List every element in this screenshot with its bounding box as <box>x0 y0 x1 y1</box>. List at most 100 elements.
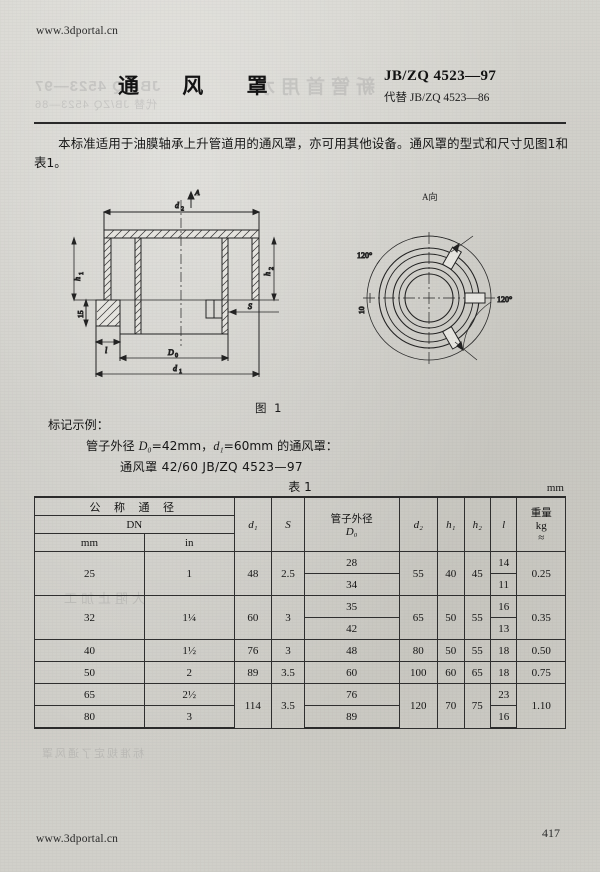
standard-number: JB/ZQ 4523—97 <box>384 68 497 84</box>
cell-weight: 1.10 <box>516 683 566 729</box>
cell-d0-a: 35 <box>303 595 400 618</box>
cell-dn-mm: 32 <box>34 595 145 640</box>
cell-l: 18 <box>489 661 518 684</box>
view-label-a: A向 <box>422 191 438 202</box>
cell-h2: 45 <box>463 551 491 596</box>
watermark-url-top: www.3dportal.cn <box>36 25 119 37</box>
header-d0-sym: D₀ <box>345 526 358 538</box>
header-d1: d₁ <box>233 496 273 552</box>
cell-d2: 100 <box>398 661 439 684</box>
marking-symbol-d1: d₁ <box>213 439 224 453</box>
marking-mid: =42mm， <box>151 439 214 453</box>
header-h1: h₁ <box>437 496 465 552</box>
header-dn-in: in <box>143 533 235 552</box>
cell-l-b: 16 <box>489 705 518 729</box>
cell-h1: 70 <box>437 683 465 729</box>
cell-dn-in: 1½ <box>143 639 235 662</box>
header-h2: h₂ <box>463 496 491 552</box>
header-weight-cn: 重量 <box>530 507 552 519</box>
cell-weight: 0.25 <box>516 551 566 596</box>
cell-dn-mm: 80 <box>34 705 145 729</box>
cell-l-a: 23 <box>489 683 518 706</box>
cell-h2: 75 <box>463 683 491 729</box>
cell-dn-in: 1 <box>143 551 235 596</box>
cell-dn-in: 2½ <box>143 683 235 706</box>
cell-h1: 50 <box>437 595 465 640</box>
cell-l: 18 <box>489 639 518 662</box>
cell-h2: 65 <box>463 661 491 684</box>
cell-h2: 55 <box>463 595 491 640</box>
figure-1: A d 2 <box>34 186 568 406</box>
standard-number-block: JB/ZQ 4523—97 代替 JB/ZQ 4523—86 <box>384 68 564 105</box>
svg-text:15: 15 <box>76 310 85 318</box>
svg-text:h: h <box>73 277 82 281</box>
svg-text:1: 1 <box>179 369 182 375</box>
cell-weight: 0.50 <box>516 639 566 662</box>
header-d0: 管子外径 D₀ <box>303 496 400 552</box>
marking-symbol-d0: D₀ <box>138 439 152 453</box>
cell-l-b: 13 <box>489 617 518 640</box>
cell-d1: 76 <box>233 639 273 662</box>
cell-dn-in: 3 <box>143 705 235 729</box>
cell-d0-b: 42 <box>303 617 400 640</box>
header-d0-cn: 管子外径 <box>330 513 373 525</box>
cell-d0-a: 28 <box>303 551 400 574</box>
cell-s: 3 <box>271 595 305 640</box>
marking-example: 标记示例： 管子外径 D₀=42mm，d₁=60mm 的通风罩： 通风罩 42/… <box>34 416 484 477</box>
cell-d2: 120 <box>398 683 439 729</box>
table-header-row-1: 公 称 通 径 d₁ S 管子外径 D₀ d₂ h₁ h₂ l 重量 kg ≈ <box>34 496 566 552</box>
watermark-url-bottom: www.3dportal.cn <box>36 833 119 845</box>
cell-h1: 50 <box>437 639 465 662</box>
cell-d1: 60 <box>233 595 273 640</box>
svg-text:2: 2 <box>269 267 275 270</box>
table-row: 65 2½ 114 3.5 76 120 70 75 23 1.10 <box>34 683 566 729</box>
svg-text:120°: 120° <box>497 295 512 304</box>
cell-dn-mm: 40 <box>34 639 145 662</box>
header-d2: d₂ <box>398 496 439 552</box>
table-row: 80 3 89 16 <box>34 705 566 729</box>
marking-line-2: 通风罩 42/60 JB/ZQ 4523—97 <box>120 460 303 474</box>
svg-text:d: d <box>175 201 180 210</box>
paragraph-text: 本标准适用于油膜轴承上升管道用的通风罩，亦可用其他设备。通风罩的型式和尺寸见图1… <box>34 136 568 170</box>
svg-text:2: 2 <box>181 207 184 213</box>
svg-text:A: A <box>194 188 200 197</box>
cell-s: 2.5 <box>271 551 305 596</box>
header-divider <box>34 122 566 124</box>
cell-d1: 48 <box>233 551 273 596</box>
svg-text:D: D <box>167 348 174 357</box>
svg-text:0: 0 <box>175 353 178 359</box>
header-weight-unit: kg <box>535 520 547 532</box>
header-l: l <box>489 496 518 552</box>
table-row: 40 1½ 76 3 48 80 50 55 18 0.50 <box>34 639 566 662</box>
cell-d0: 48 <box>303 639 400 662</box>
table-header-row-2: DN <box>34 515 566 534</box>
cell-d0-b: 34 <box>303 573 400 596</box>
intro-paragraph: 本标准适用于油膜轴承上升管道用的通风罩，亦可用其他设备。通风罩的型式和尺寸见图1… <box>34 134 568 172</box>
specification-table: 公 称 通 径 d₁ S 管子外径 D₀ d₂ h₁ h₂ l 重量 kg ≈ … <box>34 496 566 729</box>
cell-d1: 89 <box>233 661 273 684</box>
figure-drawing: A d 2 <box>71 188 513 378</box>
cell-d2: 65 <box>398 595 439 640</box>
svg-text:S: S <box>248 302 252 311</box>
header-dn-sub: DN <box>34 515 235 534</box>
marking-suffix: =60mm 的通风罩： <box>223 439 338 453</box>
cell-weight: 0.75 <box>516 661 566 684</box>
header-weight-approx: ≈ <box>538 532 545 544</box>
cell-dn-mm: 65 <box>34 683 145 706</box>
page-number: 417 <box>542 826 560 840</box>
header-dn-group: 公 称 通 径 <box>34 496 235 516</box>
marking-line-1: 管子外径 D₀=42mm，d₁=60mm 的通风罩： <box>34 437 484 456</box>
cell-h1: 40 <box>437 551 465 596</box>
svg-text:h: h <box>263 272 272 276</box>
marking-prefix: 管子外径 <box>86 439 139 453</box>
svg-text:l: l <box>105 346 108 355</box>
cell-d0-a: 76 <box>303 683 400 706</box>
svg-text:d: d <box>173 364 178 373</box>
table-title: 表 1 <box>288 480 312 494</box>
cell-dn-in: 2 <box>143 661 235 684</box>
cell-l-b: 11 <box>489 573 518 596</box>
cell-d2: 80 <box>398 639 439 662</box>
cell-d0: 60 <box>303 661 400 684</box>
table-row: 50 2 89 3.5 60 100 60 65 18 0.75 <box>34 661 566 684</box>
svg-text:1: 1 <box>79 272 85 275</box>
